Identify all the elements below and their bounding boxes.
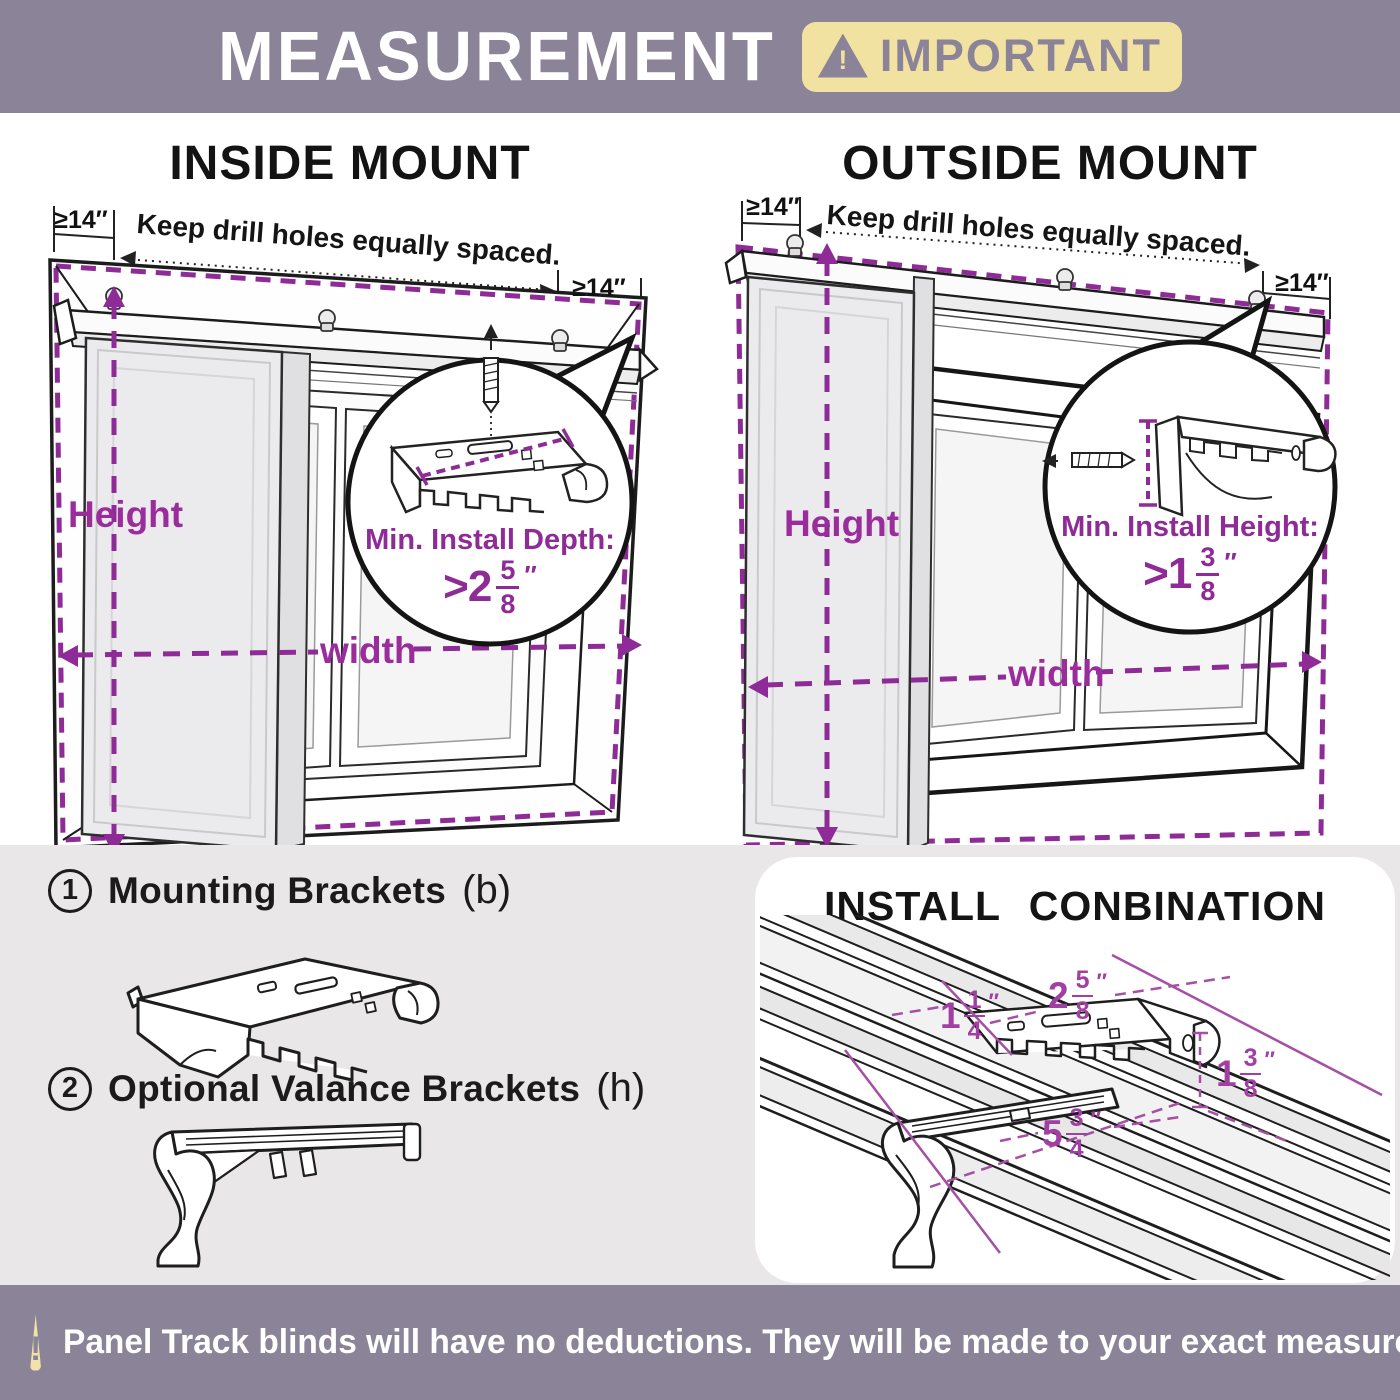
install-combination-figure: 2 5 8 ″ 1 1 4 ″ 1 3 8 ″ 5 3 [760,915,1390,1280]
mounting-bracket-figure [120,935,440,1105]
install-combination-title: INSTALL CONBINATION [824,883,1326,929]
dim-top: 2 5 8 ″ [1048,966,1108,1026]
height-dimension-line [816,243,838,848]
inside-offset-right-label: ≥14″ [572,274,626,302]
inside-callout-value: >2 5 8 ″ [443,555,537,620]
outside-offset-right-label: ≥14″ [1275,269,1329,297]
fraction: 3 8 [1239,1045,1262,1103]
page-title: MEASUREMENT [218,17,776,96]
inside-mount-title: INSIDE MOUNT [169,137,531,190]
fraction: 1 4 [963,987,986,1045]
outside-height-label: Height [784,503,900,544]
outside-callout-title: Min. Install Height: [1061,511,1319,543]
dim-bottom: 5 3 4 ″ [1042,1104,1102,1164]
wall-screw [1042,451,1136,469]
outside-width-label: width [1008,653,1105,694]
panel-track-panel [742,275,936,853]
important-badge: ! IMPORTANT [801,21,1182,92]
fraction: 3 4 [1065,1105,1088,1163]
valance-bracket-figure [120,1110,450,1275]
outside-mount-figure: ≥14″ Keep drill holes equally spaced. ≥1… [720,185,1400,870]
outside-offset-left-label: ≥14″ [746,193,800,221]
mounting-bracket-drawing [126,957,440,1082]
inside-height-label: Height [68,494,184,535]
important-badge-label: IMPORTANT [879,29,1162,81]
wall-anchor [482,324,500,446]
footer-note: Panel Track blinds will have no deductio… [63,1323,1400,1361]
part-item-valance-brackets: 2 Optional Valance Brackets (h) [48,1066,645,1111]
install-combination-drawing [760,915,1390,1280]
header-bar: MEASUREMENT ! IMPORTANT [0,0,1400,113]
inside-offset-left-label: ≥14″ [54,206,108,234]
mounting-screws [786,234,1266,313]
warning-triangle-icon: ! [817,33,868,78]
fraction: 3 8 [1196,543,1220,606]
fraction: 5 8 [496,556,520,619]
depth-dimension [415,428,575,486]
outside-callout-value: >1 3 8 ″ [1143,542,1237,607]
inside-mount-figure: ≥14″ Keep drill holes equally spaced. ≥1… [40,200,680,870]
bracket-on-track [963,997,1221,1069]
callout-circle [1042,339,1338,635]
fraction: 5 8 [1071,967,1094,1025]
dimension-lines [844,953,1383,1254]
part-number-1: 1 [48,868,92,913]
width-dimension-line [58,634,642,667]
bracket-detail [389,430,609,514]
height-min-dimension [1139,419,1157,507]
dim-right: 1 3 8 ″ [1216,1044,1276,1104]
footer-bar: ! Panel Track blinds will have no deduct… [0,1285,1400,1400]
width-dimension-line [748,651,1322,698]
footer-warning-icon: ! [30,1314,42,1371]
inside-measure-outline [53,263,642,843]
valance-bracket-on-track [881,1087,1120,1269]
outside-mount-illustration [724,197,1338,853]
outside-mount-title: OUTSIDE MOUNT [842,137,1258,190]
part-item-mounting-brackets: 1 Mounting Brackets (b) [48,868,511,913]
bracket-detail [1154,415,1337,517]
part-number-2: 2 [48,1066,92,1111]
dim-left: 1 1 4 ″ [940,986,1000,1046]
inside-mount-illustration [48,206,659,855]
inside-width-label: width [320,630,417,671]
valance-bracket-drawing [153,1122,422,1268]
inside-callout-title: Min. Install Depth: [365,524,615,556]
outside-drill-arrow [806,223,1260,273]
outside-measure-outline [735,244,1331,848]
height-dimension-line [103,286,125,855]
